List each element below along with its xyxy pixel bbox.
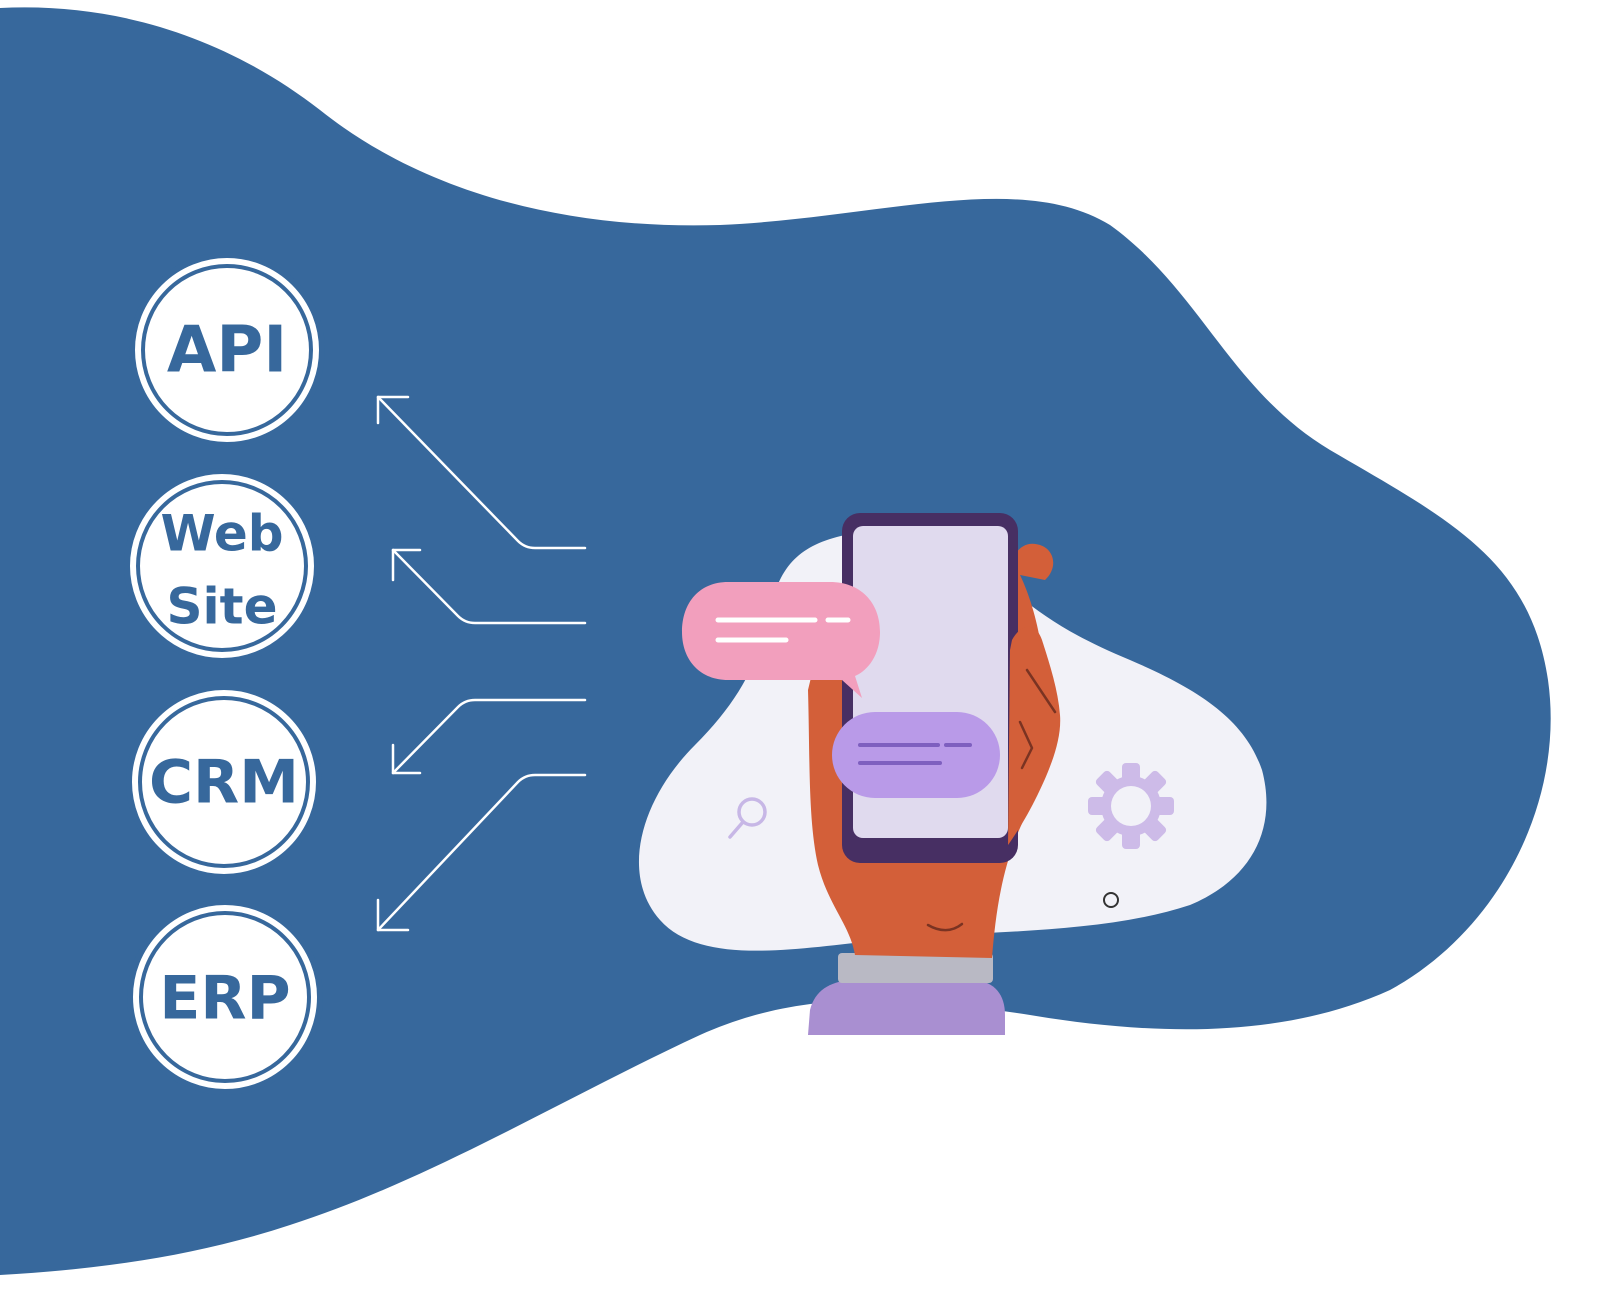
fingers xyxy=(1008,626,1061,845)
node-website-label-line2: Site xyxy=(167,578,278,636)
arrow-icon xyxy=(376,395,587,932)
node-website-label-line1: Web xyxy=(160,505,283,563)
chat-bubble-icon xyxy=(682,582,880,698)
node-website: Web Site xyxy=(124,468,320,664)
sleeve-cuff xyxy=(838,953,993,983)
gear-icon xyxy=(1088,763,1174,849)
magnifier-icon xyxy=(728,797,767,839)
smartphone-icon xyxy=(842,513,1018,863)
node-erp: ERP xyxy=(127,899,323,1095)
small-dot xyxy=(1103,892,1119,908)
chat-bubble-icon xyxy=(832,712,1000,798)
node-crm-label: CRM xyxy=(149,748,299,818)
node-api: API xyxy=(129,252,325,448)
knuckle-lines xyxy=(1018,668,1057,770)
palm-crease xyxy=(926,922,964,932)
sleeve xyxy=(808,980,1005,1035)
node-api-label: API xyxy=(167,314,287,388)
node-erp-label: ERP xyxy=(159,964,290,1034)
node-crm: CRM xyxy=(126,684,322,880)
